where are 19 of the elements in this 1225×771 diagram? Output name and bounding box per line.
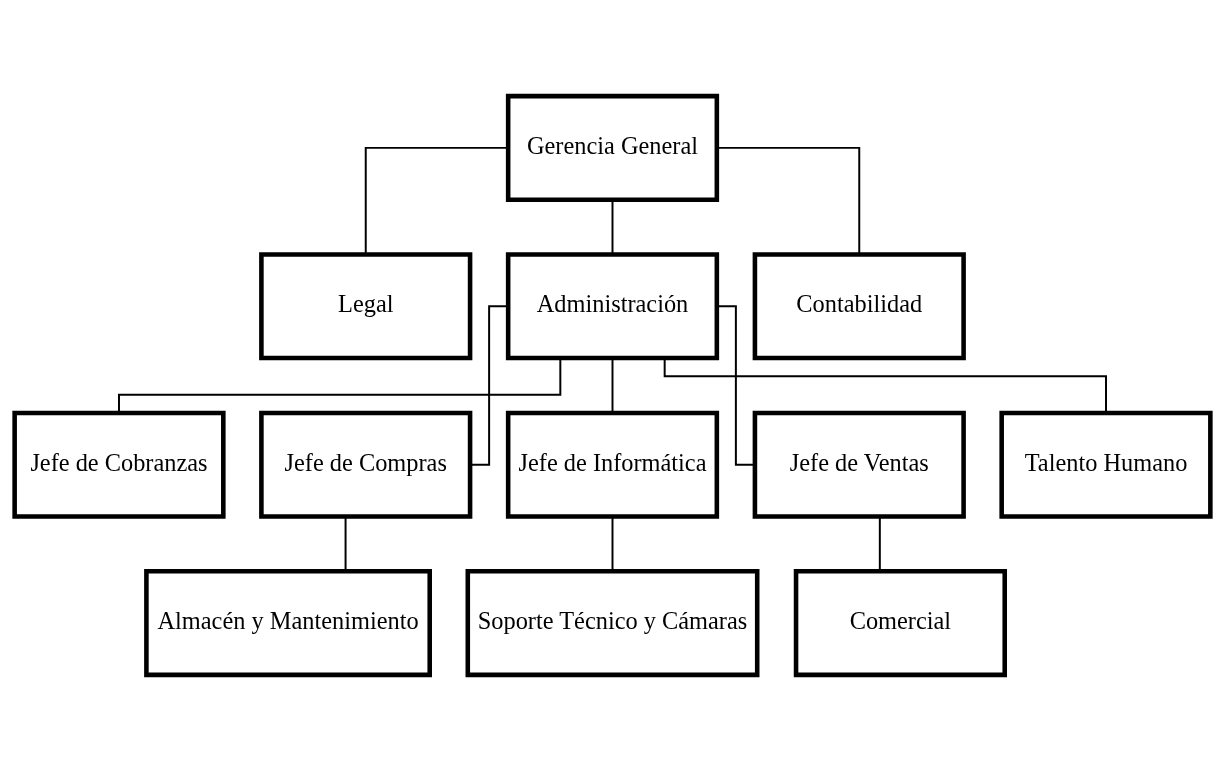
node-box: Administración	[505, 252, 720, 361]
node-box: Talento Humano	[999, 410, 1213, 519]
node-box: Gerencia General	[505, 93, 720, 202]
node-box: Comercial	[793, 569, 1007, 678]
connector	[663, 357, 1107, 414]
connector	[118, 357, 562, 414]
node-box: Jefe de Informática	[505, 410, 720, 519]
connector	[611, 357, 614, 414]
node-box: Soporte Técnico y Cámaras	[465, 569, 760, 678]
connector	[469, 305, 509, 466]
node-box: Legal	[259, 252, 473, 361]
node-box: Almacén y Mantenimiento	[144, 569, 432, 678]
connector	[364, 146, 509, 256]
connector	[716, 305, 756, 466]
node-box: Jefe de Compras	[259, 410, 473, 519]
node-box: Contabilidad	[752, 252, 966, 361]
connector	[716, 146, 861, 256]
node-box: Jefe de Cobranzas	[12, 410, 226, 519]
node-box: Jefe de Ventas	[752, 410, 966, 519]
